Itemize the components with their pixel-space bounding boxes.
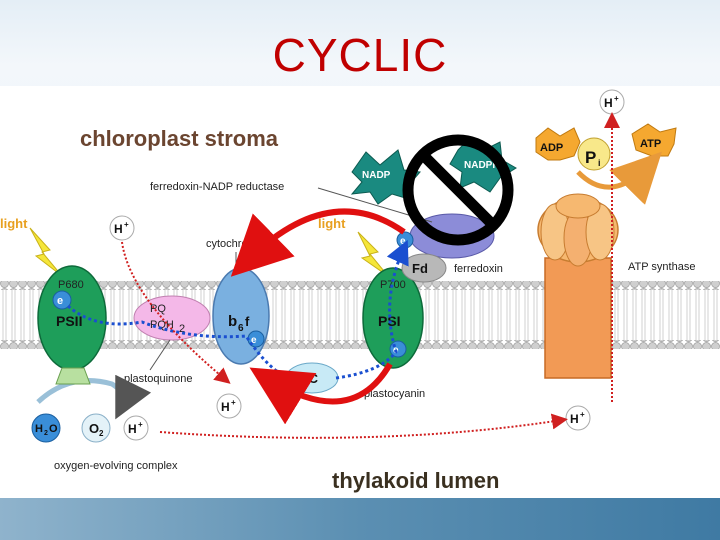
water-subscript: 2 [44, 430, 48, 437]
plastoquinone-leader [149, 339, 171, 371]
water-label: H [35, 423, 43, 435]
bottom-band [0, 498, 720, 540]
oxygen-subscript: 2 [99, 429, 104, 438]
proton-label: H [114, 222, 123, 236]
thylakoid-membrane [0, 281, 720, 349]
prohibited-icon [402, 134, 514, 246]
proton-label: H [604, 96, 613, 110]
water-tail: O [49, 423, 58, 435]
electron-flow-psi [335, 239, 409, 380]
pi-label: P [585, 148, 596, 167]
pc-label: PC [300, 371, 319, 386]
electron-label: e [400, 236, 406, 247]
cyclic-arrow-bottom [249, 362, 393, 425]
proton-label: H [221, 400, 230, 414]
fd-label: Fd [412, 261, 428, 276]
atp-label: ATP [640, 138, 661, 150]
adp-burst-icon [535, 127, 581, 161]
ferredoxin-label: ferredoxin [454, 263, 503, 275]
water-icon [31, 413, 61, 443]
lightning-icon [357, 231, 389, 277]
b6f-label: b [228, 313, 237, 330]
proton-sup: + [231, 398, 236, 407]
oxygen-icon [81, 413, 111, 443]
atp-synthase [537, 193, 619, 379]
pq-label: PQ [150, 303, 166, 315]
proton-icon [216, 393, 242, 419]
pi-subscript: i [598, 158, 601, 168]
electron-flow-linear [67, 304, 291, 380]
atp-formation-arrow [576, 151, 662, 205]
proton-sup: + [614, 94, 619, 103]
oec-label: oxygen-evolving complex [54, 460, 178, 472]
cytochrome-label: cytochrome [206, 238, 263, 250]
lightning-icon [29, 227, 63, 277]
proton-icon [123, 415, 149, 441]
lumen-label: thylakoid lumen [332, 468, 499, 493]
stroma-label: chloroplast stroma [80, 126, 279, 151]
light-label-1: light [0, 216, 28, 231]
b6f-suffix: f [245, 314, 250, 329]
proton-sup: + [138, 420, 143, 429]
proton-icon [109, 215, 135, 241]
proton-flow-lumen [159, 413, 568, 439]
oec-complex [55, 367, 91, 385]
proton-label: H [128, 422, 137, 436]
adp-label: ADP [540, 142, 563, 154]
fnr-label: ferredoxin-NADP reductase [150, 181, 284, 193]
light-label-2: light [318, 216, 346, 231]
electron-label: e [57, 295, 63, 307]
cyclic-arrow-top [230, 208, 406, 277]
psi-complex [362, 267, 424, 369]
slide-title: CYCLIC [272, 29, 448, 81]
b6f-subscript: 6 [238, 323, 244, 334]
oxygen-label: O [89, 421, 99, 436]
psii-center-label: P680 [58, 279, 84, 291]
electron-icon [52, 290, 72, 310]
proton-label: H [570, 412, 579, 426]
ferredoxin-complex [401, 253, 447, 283]
nadph-label: NADPH [464, 160, 500, 171]
plastoquinone-label: plastoquinone [124, 373, 193, 385]
pqh2-label: PQH [150, 319, 174, 331]
electron-label: e [251, 335, 257, 346]
proton-sup: + [124, 220, 129, 229]
pq-complex [133, 295, 211, 341]
proton-sup: + [580, 410, 585, 419]
plastocyanin-label: plastocyanin [364, 388, 425, 400]
cytochrome-b6f-complex [212, 267, 270, 365]
atp-synthase-label: ATP synthase [628, 261, 695, 273]
pqh2-subscript: 2 [179, 323, 185, 335]
psii-label: PSII [56, 313, 82, 329]
water-splitting-arrow [36, 374, 152, 420]
nadp-label: NADP [362, 170, 391, 181]
